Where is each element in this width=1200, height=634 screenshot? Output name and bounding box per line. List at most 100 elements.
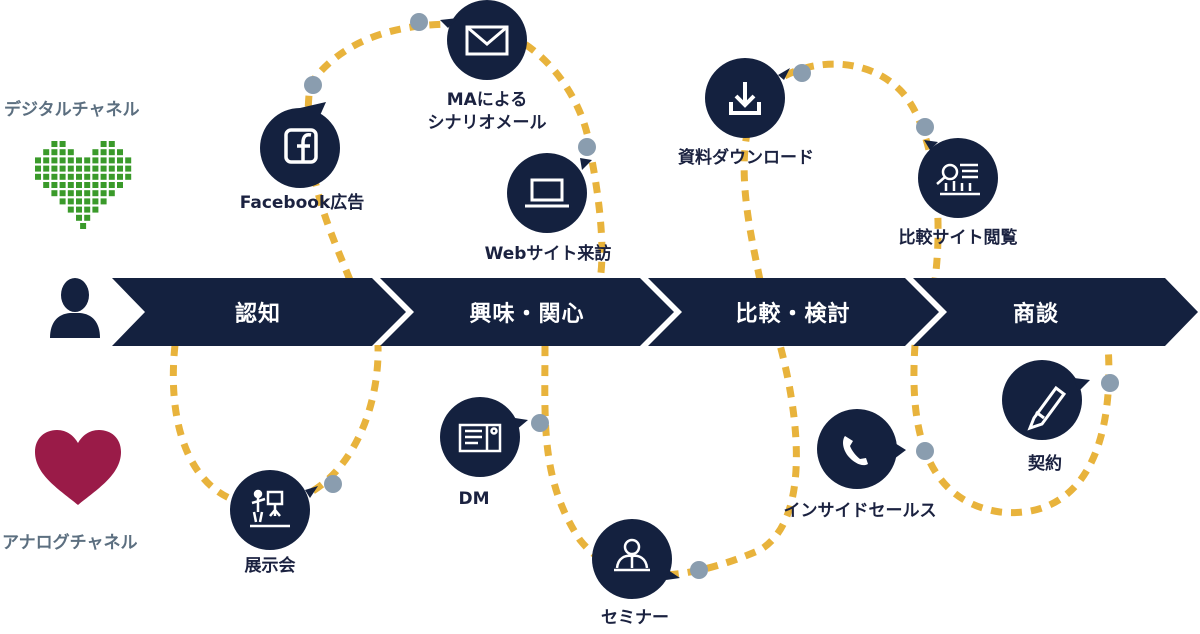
pixel-heart-cell [76, 206, 82, 213]
touchpoint-seminar[interactable] [592, 519, 680, 599]
digital-channel-label: デジタルチャネル [4, 100, 140, 120]
path-segment-interest-down [541, 344, 800, 579]
pixel-heart-cell [80, 223, 87, 229]
touchpoint-label-ma-mail-line1: MAによる [446, 90, 528, 110]
pixel-heart-cell [108, 190, 115, 197]
stage-chevrons [112, 278, 1198, 346]
pixel-heart-cell [100, 149, 107, 156]
stage-label-deal: 商談 [1012, 302, 1060, 327]
compare-chart-icon [936, 163, 980, 196]
pixel-heart-cell [59, 198, 66, 205]
connector-dot [916, 442, 934, 460]
pixel-heart-cell [84, 173, 91, 180]
analog-channel-label: アナログチャネル [2, 533, 138, 553]
pixel-heart-cell [84, 190, 91, 197]
pixel-heart-cell [51, 190, 58, 197]
pixel-heart-cell [51, 173, 58, 180]
touchpoint-website[interactable] [507, 153, 592, 233]
pixel-heart-cell [84, 198, 91, 205]
stage-chevron-comparison [648, 278, 939, 346]
pixel-heart-cell [67, 182, 74, 188]
pixel-heart-cell [67, 157, 74, 164]
connector-dot [793, 64, 811, 82]
touchpoint-contract[interactable] [1002, 360, 1090, 440]
digital-pixel-heart-icon [35, 141, 132, 229]
pixel-heart-cell [35, 165, 41, 172]
touchpoint-exhibition[interactable] [230, 470, 318, 550]
pixel-heart-cell [51, 165, 58, 172]
pixel-heart-cell [43, 173, 50, 180]
touchpoint-download[interactable] [705, 58, 790, 138]
pixel-heart-cell [59, 190, 66, 197]
pixel-heart-cell [117, 149, 123, 156]
pixel-heart-cell [76, 182, 82, 188]
pixel-heart-cell [35, 173, 41, 180]
pixel-heart-cell [117, 157, 123, 164]
connector-dot [304, 76, 322, 94]
stage-chevron-interest [380, 278, 674, 346]
touchpoint-ma-mail[interactable] [440, 0, 527, 80]
stage-label-interest: 興味・関心 [469, 302, 585, 327]
pixel-heart-cell [43, 182, 50, 188]
pixel-heart-cell [108, 173, 115, 180]
touchpoint-dm[interactable] [440, 397, 528, 477]
pixel-heart-cell [51, 182, 58, 188]
touchpoint-label-seminar: セミナー [601, 608, 669, 628]
facebook-icon [284, 128, 318, 164]
pixel-heart-cell [84, 214, 91, 221]
pixel-heart-cell [117, 173, 123, 180]
pixel-heart-cell [100, 141, 107, 147]
pixel-heart-cell [92, 157, 99, 164]
touchpoint-label-website: Webサイト来訪 [484, 244, 612, 264]
pixel-heart-cell [100, 198, 107, 205]
pixel-heart-cell [100, 173, 107, 180]
pixel-heart-cell [100, 190, 107, 197]
pixel-heart-cell [76, 198, 82, 205]
connector-dot [1101, 374, 1119, 392]
touchpoint-label-download: 資料ダウンロード [678, 148, 814, 168]
touchpoint-label-dm: DM [458, 489, 490, 509]
connector-dot [690, 561, 708, 579]
path-segment-awareness [169, 344, 382, 509]
pixel-heart-cell [108, 149, 115, 156]
connector-dot [531, 414, 549, 432]
path-segment-deal-loop [910, 344, 1113, 517]
phone-icon [843, 436, 868, 466]
pixel-heart-cell [67, 190, 74, 197]
lecturer-icon [614, 538, 650, 572]
touchpoint-inside-sales[interactable] [817, 409, 906, 489]
envelope-icon [465, 25, 509, 56]
download-icon [729, 82, 761, 115]
pencil-icon [1027, 385, 1067, 431]
pixel-heart-cell [59, 182, 66, 188]
pixel-heart-cell [100, 165, 107, 172]
pixel-heart-cell [76, 190, 82, 197]
stage-chevron-deal [913, 278, 1198, 346]
touchpoint-label-contract: 契約 [1028, 454, 1062, 474]
pixel-heart-cell [92, 198, 99, 205]
connector-dot [578, 138, 596, 156]
pixel-heart-cell [59, 165, 66, 172]
pixel-heart-cell [51, 157, 58, 164]
pixel-heart-cell [59, 149, 66, 156]
stage-chevron-awareness [112, 278, 406, 346]
postcard-icon [458, 423, 502, 453]
pixel-heart-cell [125, 157, 132, 164]
pixel-heart-cell [84, 206, 91, 213]
pixel-heart-cell [108, 157, 115, 164]
pixel-heart-cell [43, 149, 50, 156]
touchpoint-compare-site[interactable] [918, 138, 998, 218]
touchpoint-label-inside-sales: インサイドセールス [783, 501, 937, 521]
pixel-heart-cell [76, 165, 82, 172]
touchpoint-facebook[interactable] [260, 102, 340, 188]
pixel-heart-cell [92, 149, 99, 156]
pixel-heart-cell [43, 165, 50, 172]
laptop-icon [525, 178, 569, 208]
pixel-heart-cell [67, 206, 74, 213]
analog-heart-icon [35, 430, 121, 505]
pixel-heart-cell [59, 173, 66, 180]
pixel-heart-cell [108, 165, 115, 172]
pixel-heart-cell [108, 182, 115, 188]
pixel-heart-cell [76, 214, 82, 221]
